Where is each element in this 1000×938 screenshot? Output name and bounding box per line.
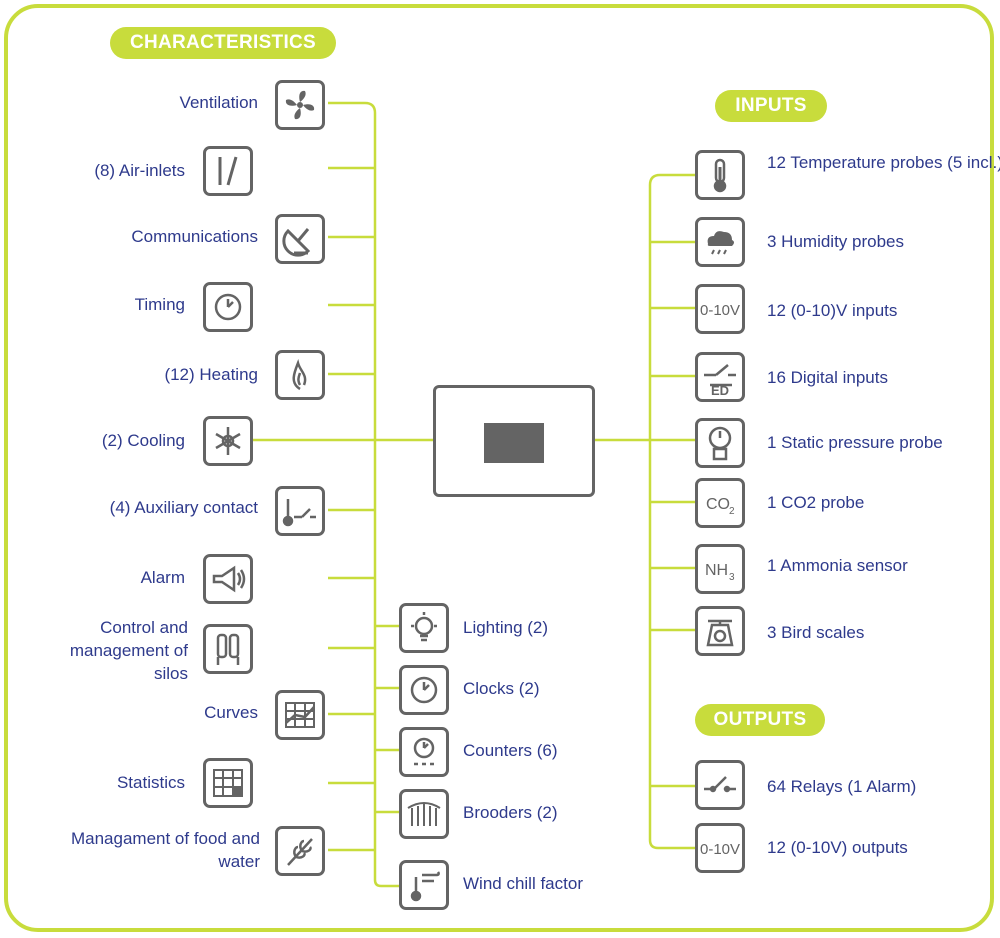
relay-switch-icon	[695, 760, 745, 810]
rain-cloud-icon	[695, 217, 745, 267]
icon-text: CO	[706, 496, 730, 513]
input-temperature-probes: 12 Temperature probes (5 incl.)	[767, 153, 1000, 172]
characteristic-auxiliary-contact: (4) Auxiliary contact	[109, 498, 258, 517]
characteristic-air-inlets: (8) Air-inlets	[94, 161, 185, 180]
lightbulb-icon	[399, 603, 449, 653]
input-static-pressure: 1 Static pressure probe	[767, 433, 943, 452]
clock-icon	[203, 282, 253, 332]
input-ammonia: 1 Ammonia sensor	[767, 556, 908, 575]
sub-brooders: Brooders (2)	[463, 803, 558, 822]
pressure-gauge-icon	[695, 418, 745, 468]
input-humidity-probes: 3 Humidity probes	[767, 232, 905, 251]
icon-text: 0-10V	[700, 302, 740, 319]
output-0-10v: 12 (0-10V) outputs	[767, 838, 908, 857]
sub-counters: Counters (6)	[463, 741, 558, 760]
inputs-header: INPUTS	[715, 90, 827, 122]
characteristic-communications: Communications	[131, 227, 258, 246]
clock-icon	[399, 665, 449, 715]
sub-lighting: Lighting (2)	[463, 618, 549, 637]
air-inlet-icon	[203, 146, 253, 196]
input-0-10v: 12 (0-10)V inputs	[767, 301, 898, 320]
thermometer-icon	[695, 150, 745, 200]
fan-icon	[275, 80, 325, 130]
sub-wind-chill: Wind chill factor	[463, 874, 583, 893]
characteristic-heating: (12) Heating	[164, 365, 258, 384]
output-relays: 64 Relays (1 Alarm)	[767, 777, 917, 796]
input-co2: 1 CO2 probe	[767, 493, 865, 512]
input-digital: 16 Digital inputs	[767, 368, 888, 387]
wheat-icon	[275, 826, 325, 876]
curves-grid-icon	[275, 690, 325, 740]
characteristic-food-water: Managament of food and water	[70, 829, 260, 871]
counter-icon	[399, 727, 449, 777]
statistics-grid-icon	[203, 758, 253, 808]
characteristic-silos: Control and management of silos	[69, 618, 188, 683]
scale-icon	[695, 606, 745, 656]
flame-icon	[275, 350, 325, 400]
0-10v-icon: 0-10V	[695, 823, 745, 873]
icon-subscript: 2	[729, 506, 735, 517]
characteristic-curves: Curves	[204, 703, 258, 722]
characteristic-alarm: Alarm	[140, 568, 185, 587]
digital-input-icon: ED	[695, 352, 745, 402]
sub-clocks: Clocks (2)	[463, 679, 540, 698]
wind-chill-icon	[399, 860, 449, 910]
snowflake-icon	[203, 416, 253, 466]
characteristic-cooling: (2) Cooling	[101, 431, 185, 450]
icon-text: NH	[705, 562, 728, 579]
icon-subscript: 3	[729, 572, 735, 583]
characteristics-header: CHARACTERISTICS	[110, 27, 336, 59]
diagram-frame	[4, 4, 994, 932]
controller-screen	[484, 423, 544, 463]
megaphone-icon	[203, 554, 253, 604]
silo-icon	[203, 624, 253, 674]
thermometer-switch-icon	[275, 486, 325, 536]
controller-unit	[433, 385, 595, 497]
characteristic-timing: Timing	[134, 295, 185, 314]
outputs-header: OUTPUTS	[695, 704, 825, 736]
characteristic-ventilation: Ventilation	[179, 93, 258, 112]
satellite-dish-icon	[275, 214, 325, 264]
characteristic-statistics: Statistics	[116, 773, 185, 792]
icon-text: 0-10V	[700, 841, 740, 858]
brooder-icon	[399, 789, 449, 839]
input-bird-scales: 3 Bird scales	[767, 623, 865, 642]
icon-text: ED	[711, 383, 729, 398]
0-10v-icon: 0-10V	[695, 284, 745, 334]
